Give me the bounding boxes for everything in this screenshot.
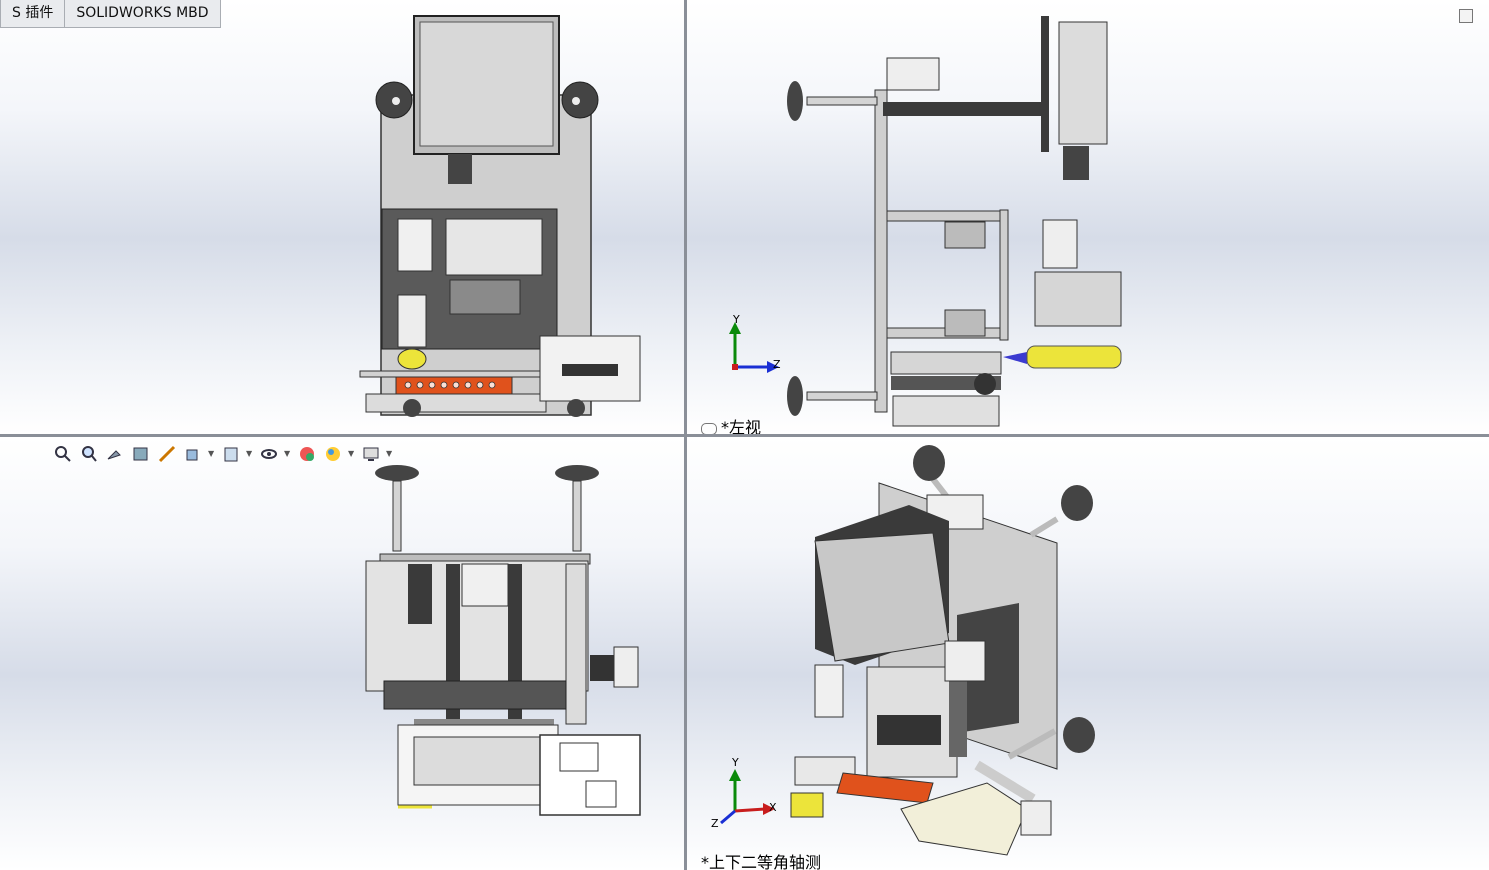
hide-show-items-icon[interactable] xyxy=(258,443,280,465)
top-view-model xyxy=(365,465,641,816)
zoom-to-fit-icon[interactable] xyxy=(52,443,74,465)
tab-solidworks-mbd[interactable]: SOLIDWORKS MBD xyxy=(65,0,221,28)
view-label-isometric: *上下二等角轴测 xyxy=(701,853,822,870)
command-manager-tabs: S 插件 SOLIDWORKS MBD xyxy=(0,0,221,28)
link-views-icon xyxy=(701,422,717,434)
view-settings-dropdown-icon[interactable]: ▼ xyxy=(386,449,393,458)
apply-scene-dropdown-icon[interactable]: ▼ xyxy=(348,449,355,458)
isometric-view-model xyxy=(790,445,1095,856)
edit-appearance-icon[interactable] xyxy=(296,443,318,465)
previous-view-icon[interactable] xyxy=(104,443,126,465)
viewport-isometric[interactable]: Y X Z *上下二等角轴测 xyxy=(687,437,1489,870)
view-label-left: *左视 xyxy=(701,414,761,434)
tab-addins[interactable]: S 插件 xyxy=(0,0,66,28)
display-style-icon[interactable] xyxy=(220,443,242,465)
restore-view-icon[interactable] xyxy=(1459,9,1473,23)
hide-show-dropdown-icon[interactable]: ▼ xyxy=(284,449,291,458)
triad-y-label: Y xyxy=(733,313,740,326)
section-view-icon[interactable] xyxy=(130,443,152,465)
triad-x-label-iso: X xyxy=(769,801,777,814)
view-settings-icon[interactable] xyxy=(360,443,382,465)
view-orientation-dropdown-icon[interactable]: ▼ xyxy=(208,449,215,458)
dynamic-annotation-icon[interactable] xyxy=(156,443,178,465)
viewport-top[interactable]: ▼ ▼ ▼ ▼ ▼ xyxy=(0,437,684,870)
triad-left-view xyxy=(729,322,779,373)
triad-z-label: Z xyxy=(773,358,781,371)
heads-up-toolbar: ▼ ▼ ▼ ▼ ▼ xyxy=(52,443,394,465)
zoom-area-icon[interactable] xyxy=(78,443,100,465)
viewport-front[interactable] xyxy=(0,0,684,434)
triad-y-label-iso: Y xyxy=(732,756,739,769)
apply-scene-icon[interactable] xyxy=(322,443,344,465)
viewport-splitter-horizontal[interactable] xyxy=(0,434,1489,437)
display-style-dropdown-icon[interactable]: ▼ xyxy=(246,449,253,458)
view-orientation-icon[interactable] xyxy=(182,443,204,465)
triad-isometric xyxy=(720,769,775,825)
left-view-model xyxy=(787,16,1122,427)
viewport-left[interactable]: Y Z *左视 xyxy=(687,0,1489,434)
front-view-model xyxy=(359,15,641,417)
triad-z-label-iso: Z xyxy=(711,817,719,830)
